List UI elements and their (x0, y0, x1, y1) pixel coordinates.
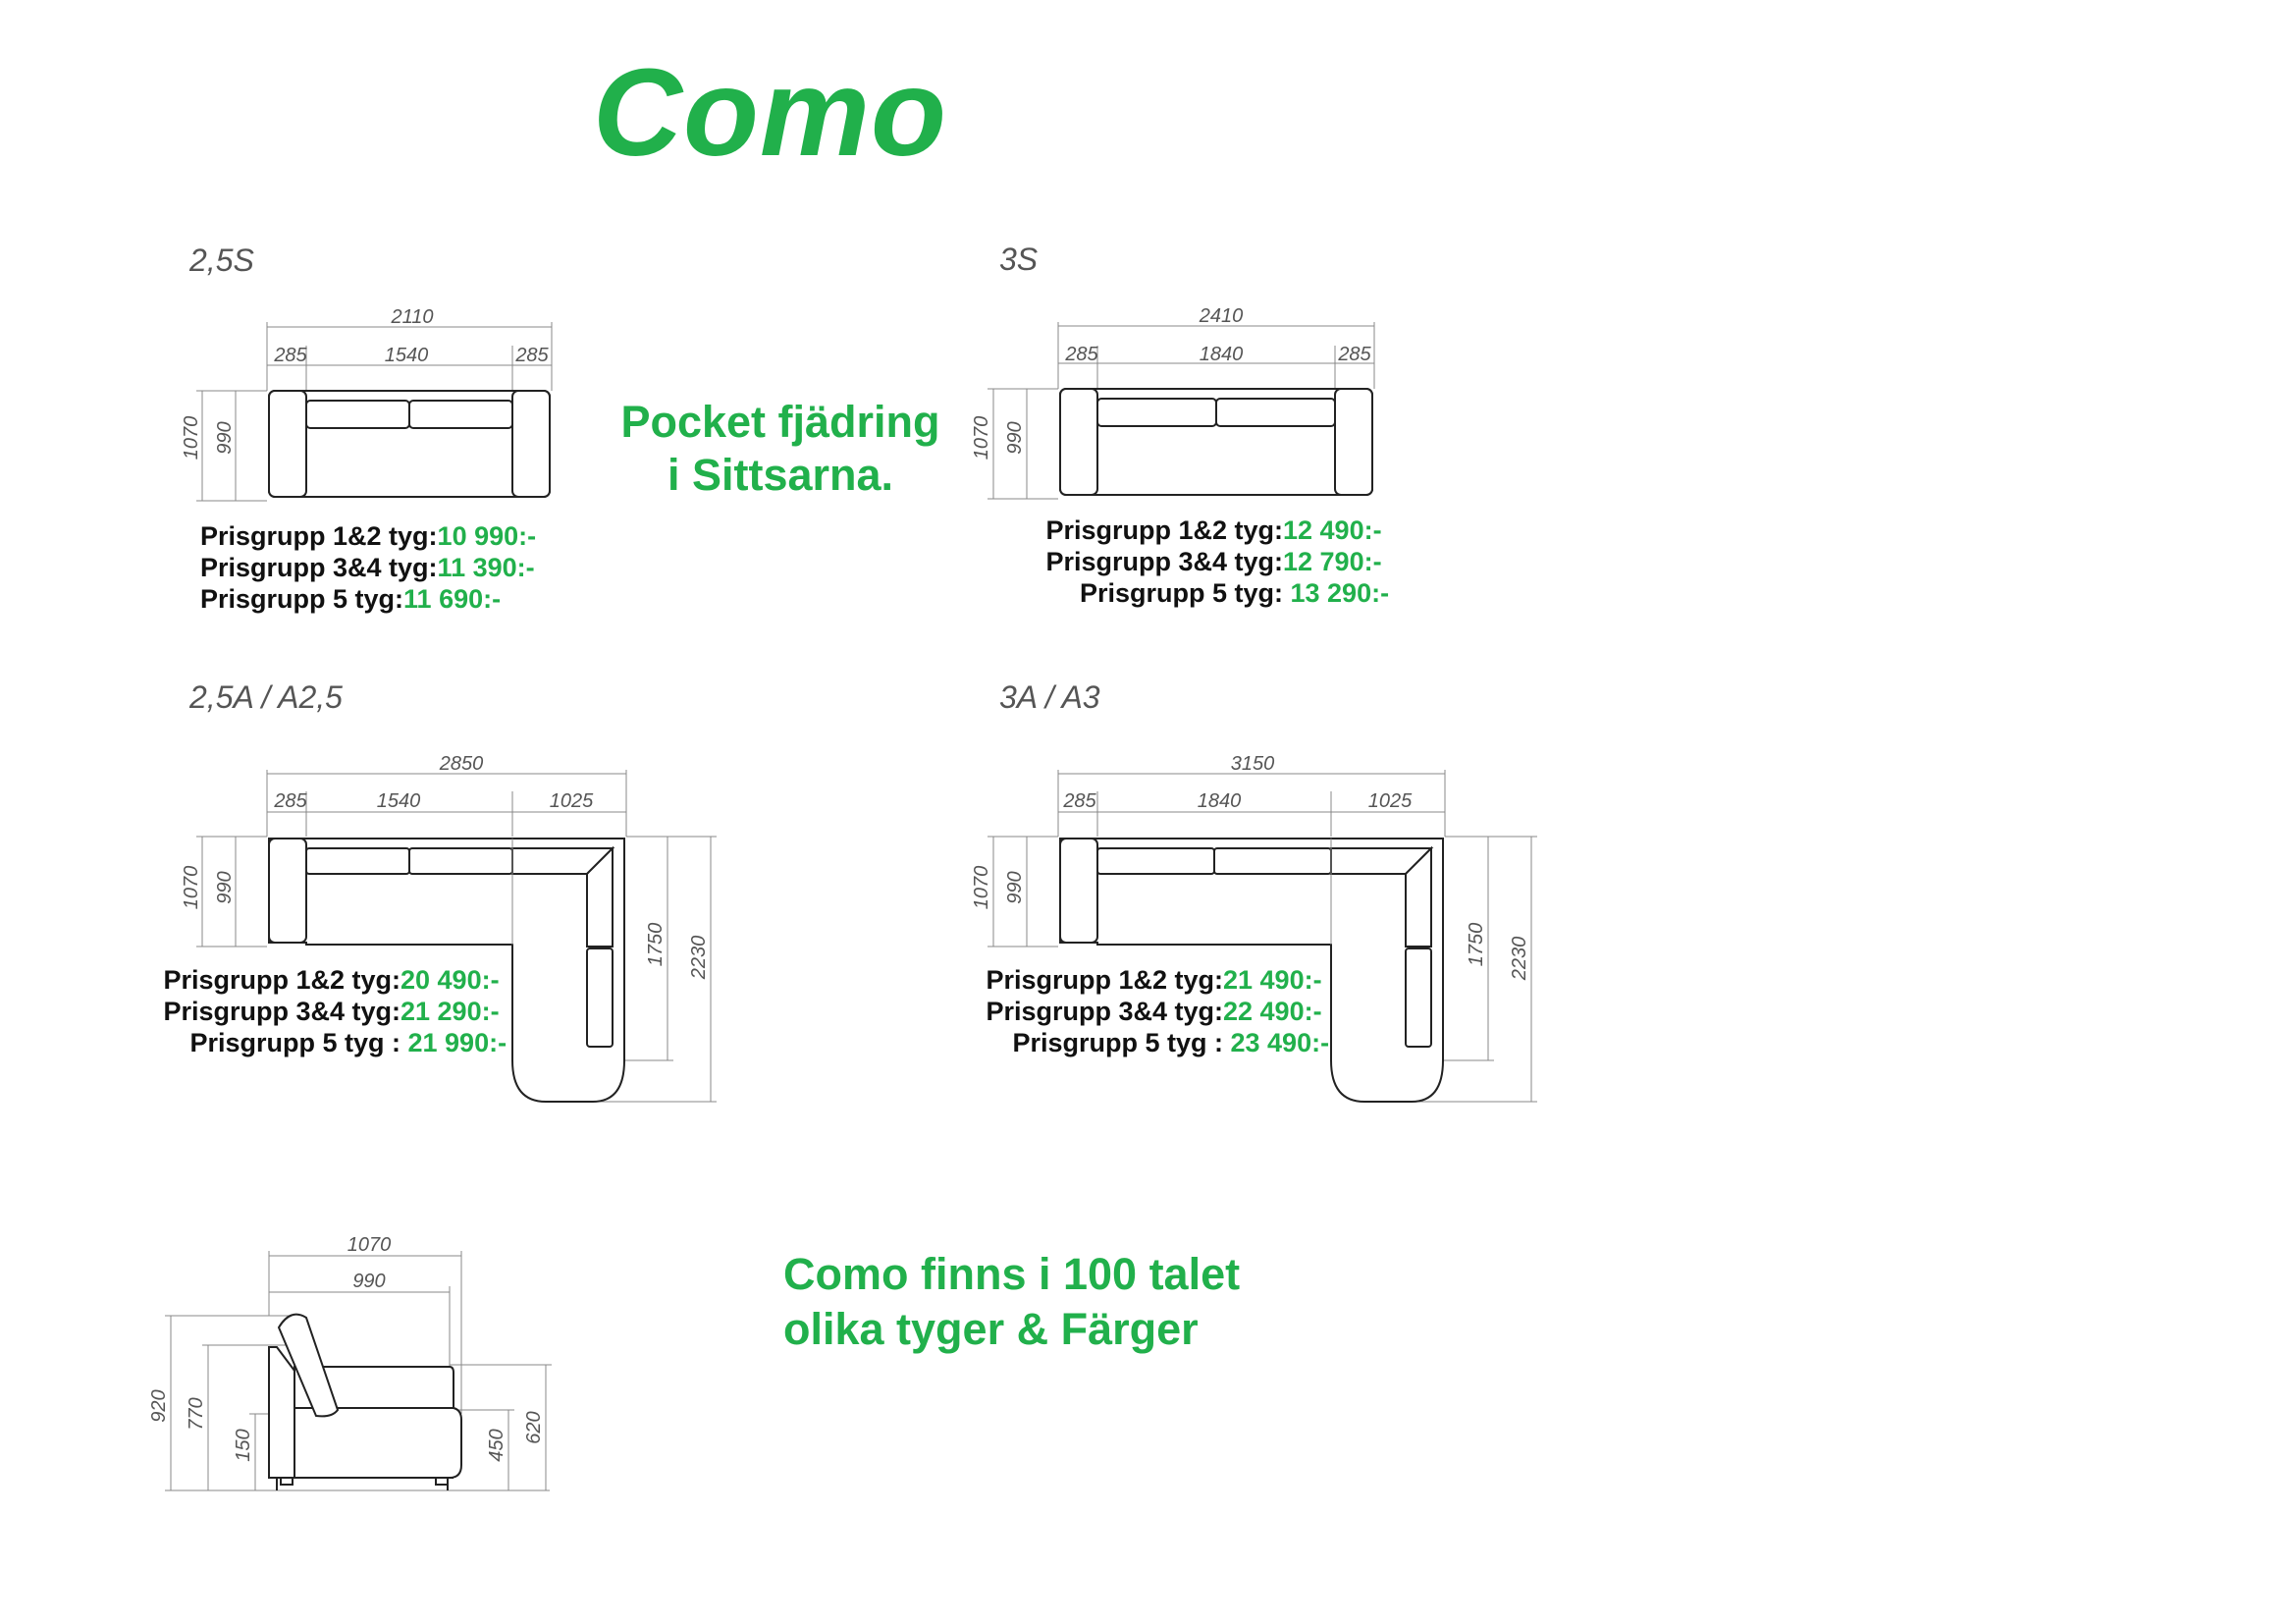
dim-long-total: 2230 (1509, 937, 1530, 982)
dim-total-width: 2110 (390, 306, 433, 328)
dim-seat-width: 1540 (377, 790, 421, 812)
price-row: Prisgrupp 5 tyg:11 690:- (200, 584, 502, 614)
dim-side-depth-total: 1070 (347, 1234, 392, 1256)
fabric-note-line-2: olika tyger & Färger (783, 1304, 1199, 1354)
price-list-2-5s: Prisgrupp 1&2 tyg:10 990:- Prisgrupp 3&4… (200, 520, 536, 615)
price-row: Prisgrupp 3&4 tyg:21 290:- (163, 997, 500, 1026)
dim-side-height-total: 920 (148, 1389, 170, 1422)
drawing-3a: 3150 285 1840 1025 1070 990 1750 2230 (971, 753, 1537, 1103)
dim-total-width: 2410 (1199, 305, 1244, 327)
drawing-side-view: 1070 990 920 770 150 450 620 (148, 1234, 552, 1491)
pocket-note-line-1: Pocket fjädring (620, 397, 940, 447)
dim-arm-left: 285 (273, 790, 307, 812)
dim-long-inner: 1750 (645, 923, 667, 967)
price-row: Prisgrupp 3&4 tyg:11 390:- (200, 553, 535, 582)
drawing-2-5s: 2110 285 1540 285 1070 990 (181, 306, 553, 502)
dim-side-height-back: 770 (186, 1397, 207, 1430)
dim-seat-width: 1540 (385, 345, 429, 366)
price-row: Prisgrupp 1&2 tyg:10 990:- (200, 521, 537, 551)
dim-total-width: 2850 (439, 753, 484, 775)
dim-arm-left: 285 (273, 345, 307, 366)
dim-arm-left: 285 (1062, 790, 1096, 812)
dim-side-height-seat: 450 (486, 1429, 507, 1461)
dim-depth-seat: 990 (1004, 871, 1026, 903)
dim-depth-seat: 990 (214, 871, 236, 903)
dim-long-total: 2230 (688, 936, 710, 981)
price-row: Prisgrupp 1&2 tyg:21 490:- (986, 965, 1322, 995)
price-list-2-5a: Prisgrupp 1&2 tyg:20 490:- Prisgrupp 3&4… (157, 964, 507, 1058)
dim-depth-total: 1070 (971, 866, 992, 910)
dim-depth-total: 1070 (971, 416, 992, 460)
dim-total-width: 3150 (1231, 753, 1275, 775)
price-row: Prisgrupp 5 tyg : 21 990:- (189, 1028, 507, 1057)
dim-depth-total: 1070 (181, 416, 202, 460)
drawing-3s: 2410 285 1840 285 1070 990 (971, 305, 1375, 500)
price-row: Prisgrupp 1&2 tyg:20 490:- (163, 965, 500, 995)
dim-arm-right: 285 (514, 345, 549, 366)
fabric-note-line-1: Como finns i 100 talet (783, 1249, 1241, 1299)
price-row: Prisgrupp 3&4 tyg:12 790:- (1045, 547, 1382, 576)
dim-side-depth-seat: 990 (352, 1271, 385, 1292)
price-row: Prisgrupp 1&2 tyg:12 490:- (1045, 515, 1382, 545)
dim-seat-width: 1840 (1200, 344, 1244, 365)
dim-corner-width: 1025 (550, 790, 594, 812)
dim-arm-right: 285 (1337, 344, 1371, 365)
price-list-3s: Prisgrupp 1&2 tyg:12 490:- Prisgrupp 3&4… (1043, 514, 1389, 609)
pocket-spring-note: Pocket fjädring i Sittsarna. (609, 396, 952, 502)
dim-corner-width: 1025 (1368, 790, 1413, 812)
model-code-2-5s: 2,5S (189, 243, 254, 278)
price-row: Prisgrupp 5 tyg: 13 290:- (1079, 578, 1390, 608)
dim-side-height-arm: 620 (523, 1411, 545, 1443)
dim-depth-seat: 990 (1004, 421, 1026, 454)
dim-depth-total: 1070 (181, 866, 202, 910)
price-row: Prisgrupp 5 tyg : 23 490:- (1012, 1028, 1330, 1057)
dim-side-height-leg: 150 (233, 1429, 254, 1461)
model-code-3s: 3S (999, 242, 1039, 277)
dim-depth-seat: 990 (214, 421, 236, 454)
page-title: Como (593, 43, 947, 182)
price-list-3a: Prisgrupp 1&2 tyg:21 490:- Prisgrupp 3&4… (980, 964, 1329, 1058)
model-code-3a: 3A / A3 (999, 679, 1100, 715)
drawing-2-5a: 2850 285 1540 1025 1070 990 1750 2230 (181, 753, 717, 1103)
fabric-note: Como finns i 100 talet olika tyger & Fär… (783, 1247, 1240, 1357)
dim-arm-left: 285 (1064, 344, 1098, 365)
price-row: Prisgrupp 3&4 tyg:22 490:- (986, 997, 1322, 1026)
model-code-2-5a: 2,5A / A2,5 (189, 679, 343, 715)
dim-seat-width: 1840 (1198, 790, 1242, 812)
pocket-note-line-2: i Sittsarna. (667, 450, 894, 500)
dim-long-inner: 1750 (1466, 923, 1487, 967)
